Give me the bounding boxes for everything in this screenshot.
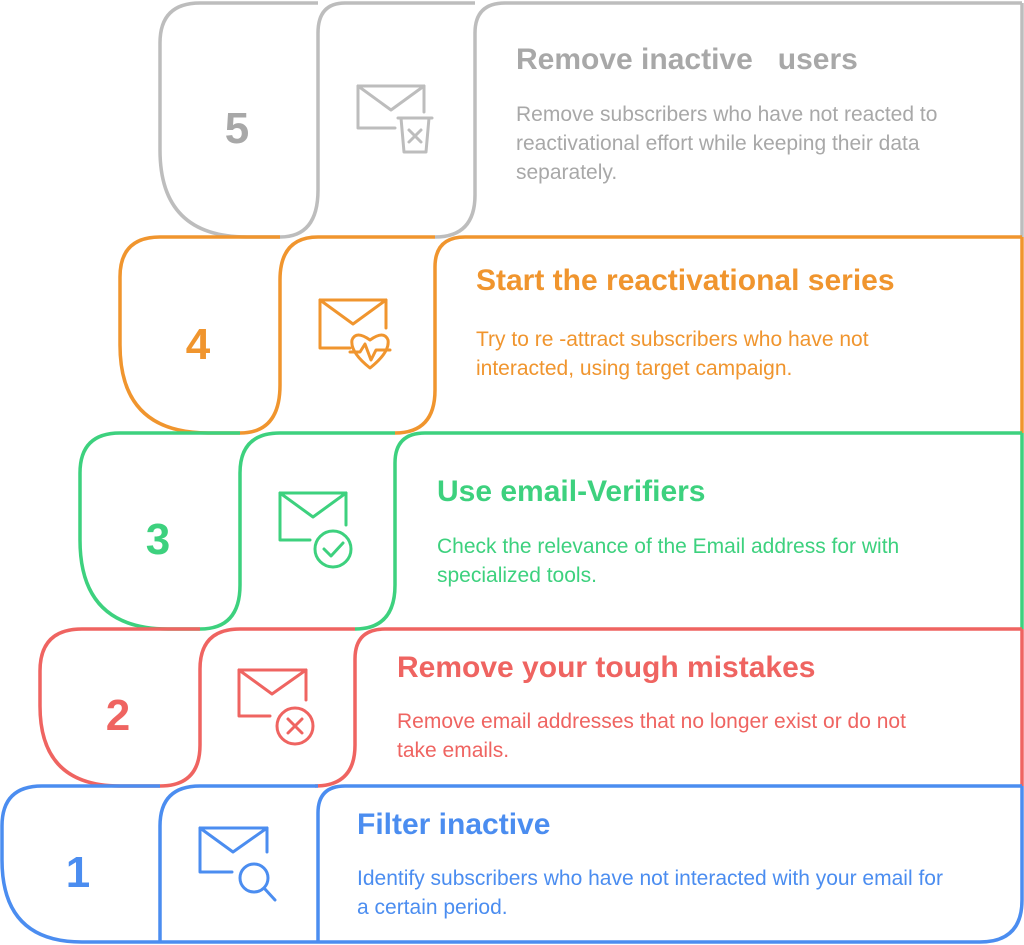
- step-3-description: Check the relevance of the Email address…: [437, 535, 900, 587]
- step-3-number: 3: [145, 515, 171, 564]
- step-2-title: Remove your tough mistakes: [397, 651, 816, 684]
- mail-search-icon: [198, 826, 277, 902]
- step-4-title: Start the reactivational series: [476, 264, 895, 297]
- step-3-title: Use email-Verifiers: [437, 475, 706, 508]
- step-1-shapes: [0, 784, 1024, 944]
- step-2-shapes: [38, 627, 1024, 788]
- step-4-shapes: [118, 235, 1024, 435]
- step-1-description: Identify subscribers who have not intera…: [357, 867, 943, 919]
- step-4-number: 4: [185, 320, 211, 369]
- step-5-number: 5: [224, 104, 250, 153]
- step-5-title: Remove inactive users: [516, 43, 858, 76]
- mail-heartbeat-icon: [318, 298, 392, 370]
- step-5-shapes: [158, 1, 1024, 239]
- mail-delete-icon: [356, 84, 434, 154]
- step-2-description: Remove email addresses that no longer ex…: [397, 710, 906, 762]
- mail-check-icon: [278, 491, 353, 569]
- mail-error-icon: [237, 668, 315, 746]
- step-4-description: Try to re -attract subscribers who have …: [476, 328, 869, 380]
- step-1-number: 1: [65, 848, 91, 897]
- step-5-description: Remove subscribers who have not reacted …: [516, 103, 938, 184]
- step-2-number: 2: [105, 691, 131, 740]
- step-1-title: Filter inactive: [357, 808, 551, 841]
- step-3-shapes: [78, 431, 1024, 631]
